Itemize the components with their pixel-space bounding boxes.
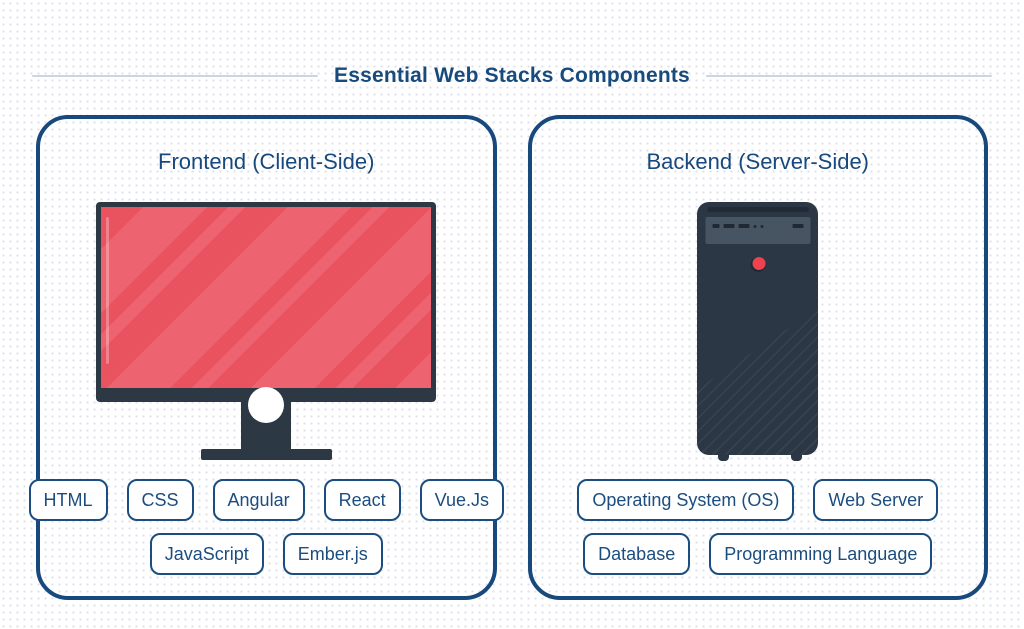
title-divider-left	[32, 75, 319, 77]
monitor-stand-notch	[248, 387, 285, 423]
server-tower-icon	[697, 202, 819, 461]
backend-panel-title: Backend (Server-Side)	[646, 149, 870, 174]
server-drive-slot	[706, 207, 809, 212]
server-port-panel	[705, 217, 811, 244]
backend-tags-row1: Operating System (OS) Web Server	[532, 479, 985, 521]
tech-tag: CSS	[126, 479, 194, 521]
title-divider-right	[705, 75, 992, 77]
backend-panel: Backend (Server-Side)	[527, 115, 988, 600]
page-title: Essential Web Stacks Components	[334, 64, 690, 87]
server-port-mark	[723, 224, 735, 228]
backend-tags-row2: Database Programming Language	[532, 533, 985, 575]
server-led-dot	[753, 225, 757, 228]
tech-tag: Web Server	[813, 479, 939, 521]
frontend-panel: Frontend (Client-Side) HTML CSS Angular Rea…	[28, 115, 504, 600]
power-button-light	[752, 257, 766, 270]
frontend-tags: HTML CSS Angular React Vue.Js JavaScript Embe…	[28, 479, 504, 575]
monitor-stand-neck	[241, 387, 292, 449]
tech-tag: Programming Language	[709, 533, 933, 575]
tech-tag: Database	[583, 533, 691, 575]
tech-tag: JavaScript	[149, 533, 264, 575]
frontend-tags-row1: HTML CSS Angular React Vue.Js	[28, 479, 504, 521]
power-button-icon	[750, 257, 766, 272]
backend-tags: Operating System (OS) Web Server Database…	[532, 479, 985, 575]
monitor-frame	[96, 202, 437, 402]
tech-tag: React	[323, 479, 401, 521]
tech-tag: Operating System (OS)	[577, 479, 795, 521]
server-port-mark	[738, 224, 750, 228]
frontend-panel-title: Frontend (Client-Side)	[158, 149, 375, 174]
frontend-figure	[40, 202, 493, 460]
server-led-dot	[760, 225, 764, 228]
server-foot	[791, 455, 803, 461]
tech-tag: Ember.js	[282, 533, 383, 575]
server-port-mark	[712, 224, 720, 228]
server-foot	[718, 455, 730, 461]
tech-tag: Vue.Js	[419, 479, 504, 521]
backend-figure	[532, 202, 985, 461]
panels-container: Frontend (Client-Side) HTML CSS Angular Rea…	[0, 115, 1024, 600]
server-port-mark	[792, 224, 804, 228]
monitor-icon	[96, 202, 437, 460]
header: Essential Web Stacks Components	[0, 64, 1024, 88]
frontend-tags-row2: JavaScript Ember.js	[40, 533, 493, 575]
tech-tag: Angular	[212, 479, 305, 521]
monitor-screen	[101, 207, 432, 388]
tech-tag: HTML	[28, 479, 108, 521]
infographic-page: { "title": "Essential Web Stacks Compone…	[0, 64, 1024, 629]
monitor-stand-base	[200, 449, 332, 460]
